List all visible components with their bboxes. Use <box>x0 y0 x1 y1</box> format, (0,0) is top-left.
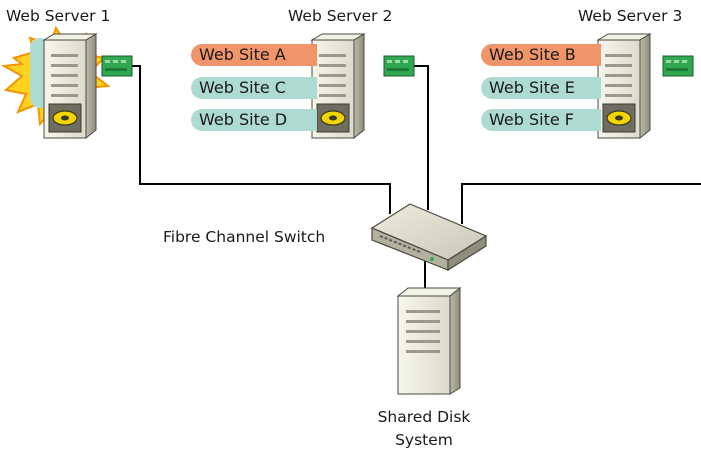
web-site-tag: Web Site D <box>191 109 317 131</box>
cable-server2-switch <box>414 65 429 210</box>
cable-server3-switch <box>461 183 701 224</box>
web-server-2-label: Web Server 2 <box>288 7 393 25</box>
switch-label: Fibre Channel Switch <box>163 228 326 246</box>
web-site-tag: Web Site B <box>481 44 601 66</box>
web-site-tag: Web Site A <box>191 44 317 66</box>
server-icon <box>311 33 365 139</box>
fibre-channel-switch-icon <box>370 203 488 272</box>
storage-label-line2: System <box>395 431 453 449</box>
network-card-icon <box>101 55 133 77</box>
storage-label-line1: Shared Disk <box>377 408 471 426</box>
cable-server1-switch <box>132 65 391 214</box>
server-icon <box>597 33 651 139</box>
network-card-icon <box>383 55 415 77</box>
network-card-icon <box>662 55 694 77</box>
web-server-1 <box>0 25 133 139</box>
web-site-tag: Web Site F <box>481 109 601 131</box>
web-server-1-label: Web Server 1 <box>6 7 111 25</box>
web-site-tag: Web Site C <box>191 77 317 99</box>
server-icon <box>43 33 97 139</box>
web-server-3 <box>597 33 694 139</box>
web-site-tag: Web Site E <box>481 77 601 99</box>
web-server-2 <box>311 33 415 139</box>
shared-disk-system-icon <box>396 286 462 395</box>
cables <box>132 65 701 296</box>
web-server-3-label: Web Server 3 <box>578 7 683 25</box>
